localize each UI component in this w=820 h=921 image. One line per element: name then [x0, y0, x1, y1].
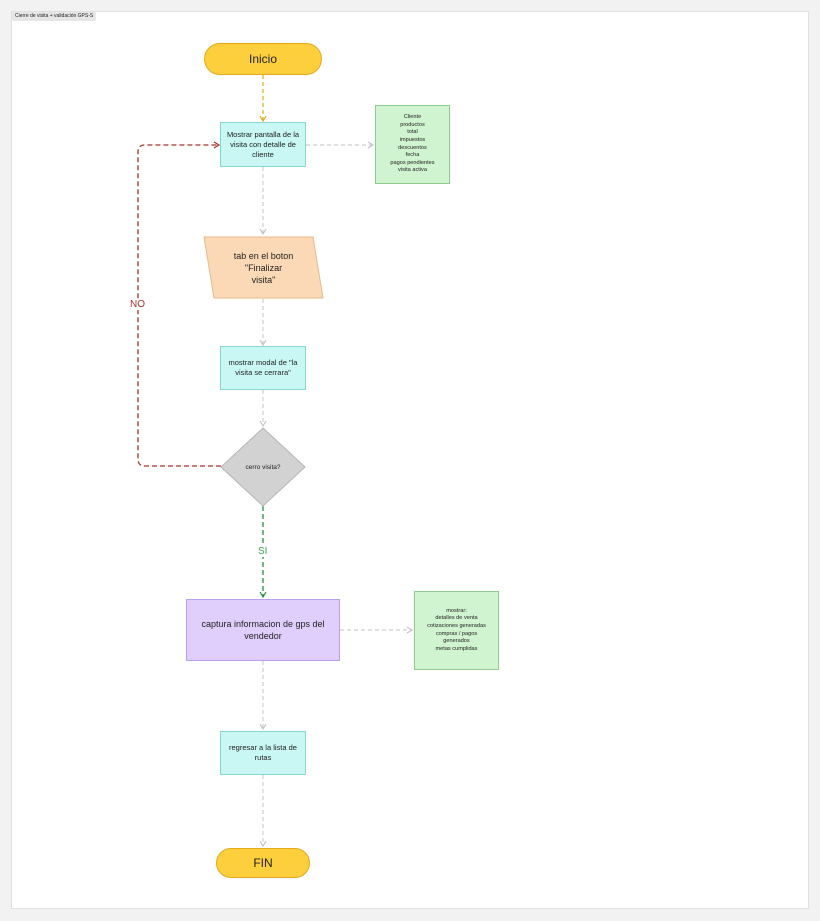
- note-info-cliente[interactable]: Cliente productos total impuestos descue…: [375, 105, 450, 184]
- process-regresar-rutas[interactable]: regresar a la lista de rutas: [220, 731, 306, 775]
- process-mostrar-pantalla[interactable]: Mostrar pantalla de la visita con detall…: [220, 122, 306, 167]
- end-node[interactable]: FIN: [216, 848, 310, 878]
- edge-label-no: NO: [128, 299, 147, 310]
- decision-cerro-visita-label[interactable]: cerro visita?: [245, 463, 281, 471]
- start-node[interactable]: Inicio: [204, 43, 322, 75]
- input-shape-tab-boton: [203, 236, 324, 299]
- frame-title-tag[interactable]: Cierre de visita + validación GPS-S: [12, 12, 97, 21]
- decision-shape-cerro-visita: [220, 427, 306, 507]
- edge-label-si: SI: [256, 546, 270, 557]
- process-captura-gps[interactable]: captura informacion de gps del vendedor: [186, 599, 340, 661]
- process-mostrar-modal[interactable]: mostrar modal de "la visita se cerrara": [220, 346, 306, 390]
- edge-decision-no-loop: [137, 141, 221, 467]
- input-tab-boton-label[interactable]: tab en el boton "Finalizar visita": [233, 250, 294, 285]
- note-mostrar-detalles[interactable]: mostrar: detalles de venta cotizaciones …: [414, 591, 499, 670]
